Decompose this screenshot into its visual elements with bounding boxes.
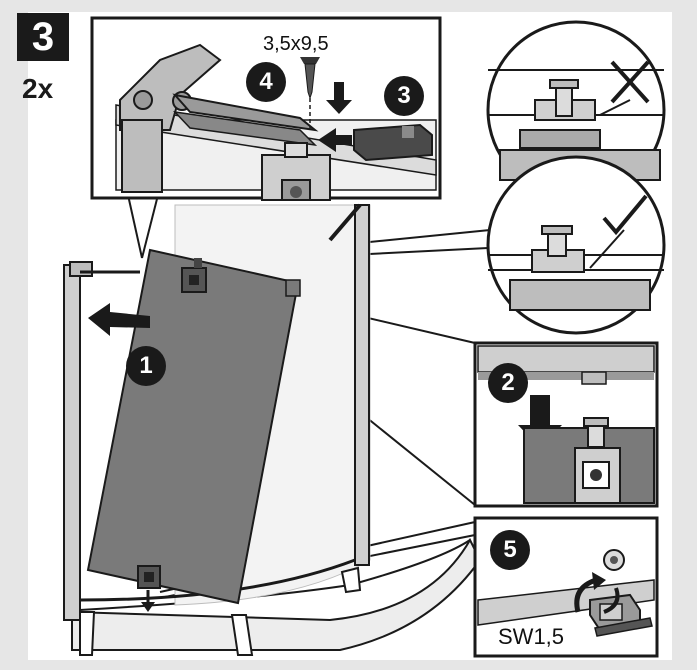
step-number-box: 3 [17,13,69,61]
detail-roller-track [473,341,659,508]
check-icon [602,194,648,236]
screw-spec-label: 3,5x9,5 [263,33,329,55]
cross-icon [610,60,650,104]
step-badge-5: 5 [490,530,530,570]
step-badge-4: 4 [246,62,286,102]
step-badge-2: 2 [488,363,528,403]
screw-icon [300,57,320,64]
detail-correct [486,155,666,335]
tilt-arrow-icon [88,303,150,336]
quantity-label: 2x [22,73,54,104]
step-badge-1: 1 [126,346,166,386]
step-badge-3: 3 [384,76,424,116]
detail-incorrect [486,20,666,200]
door-panel [86,248,301,612]
tool-spec-label: SW1,5 [496,624,567,650]
detail-top-hinge [90,16,442,201]
hex-key-icon [594,617,653,637]
